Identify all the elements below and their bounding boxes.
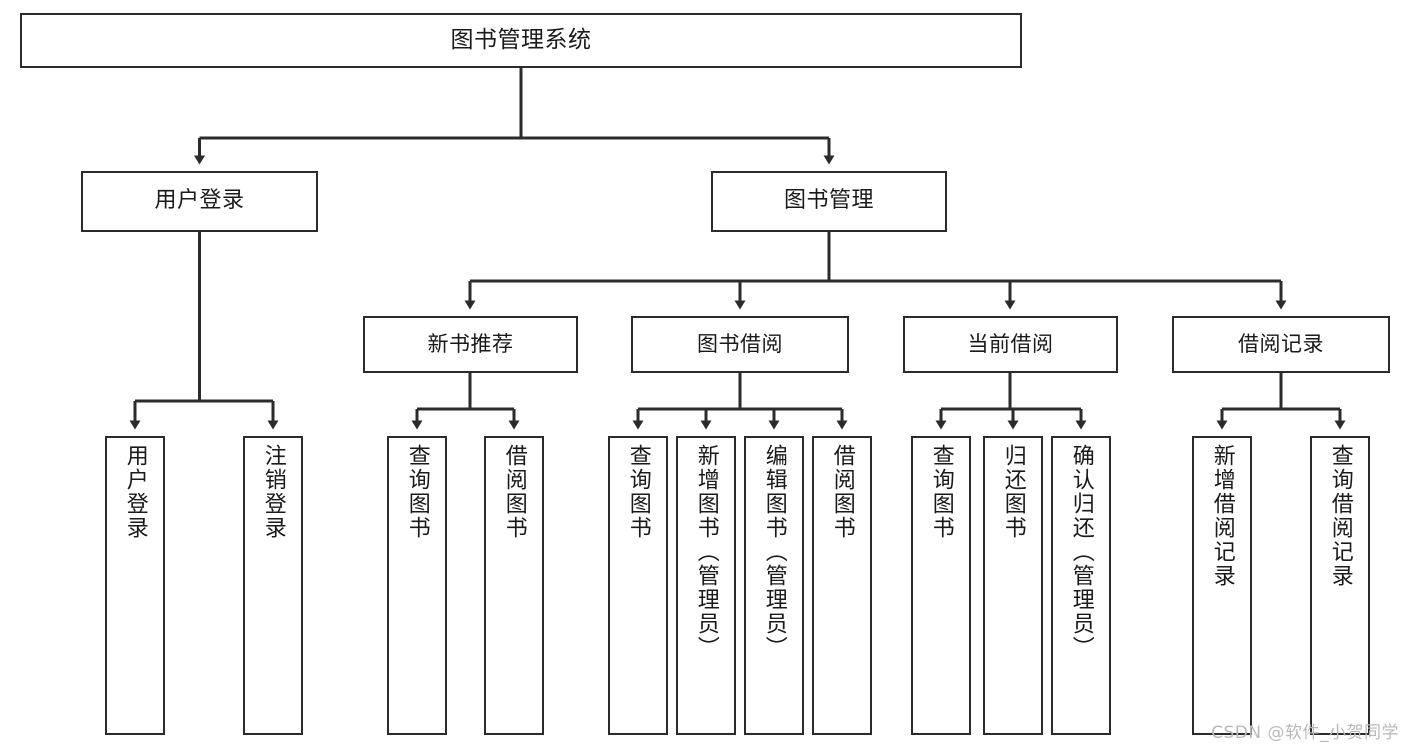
node-current-borrow[interactable]: 当前借阅 — [903, 316, 1118, 373]
leaf-return-book[interactable]: 归还图书 — [983, 436, 1043, 735]
leaf-confirm-return-admin[interactable]: 确认归还（管理员） — [1051, 436, 1111, 735]
leaf-user-login[interactable]: 用户登录 — [105, 436, 165, 735]
leaf-query-book-recommend-label: 查询图书 — [404, 444, 430, 540]
node-current-borrow-label: 当前借阅 — [967, 331, 1054, 356]
node-root-label: 图书管理系统 — [450, 26, 592, 53]
node-new-book-recommend[interactable]: 新书推荐 — [363, 316, 578, 373]
leaf-user-login-label: 用户登录 — [122, 444, 148, 540]
leaf-borrow-book-label: 借阅图书 — [829, 444, 855, 540]
leaf-logout[interactable]: 注销登录 — [243, 436, 303, 735]
leaf-return-book-label: 归还图书 — [1000, 444, 1026, 540]
leaf-edit-book-admin[interactable]: 编辑图书（管理员） — [744, 436, 804, 735]
node-book-borrow-label: 图书借阅 — [697, 331, 783, 356]
node-user-login-label: 用户登录 — [154, 188, 245, 214]
watermark: CSDN @软件_小贺同学 — [1211, 723, 1399, 743]
node-root[interactable]: 图书管理系统 — [20, 13, 1022, 68]
node-book-management-label: 图书管理 — [783, 188, 874, 214]
node-book-management[interactable]: 图书管理 — [711, 171, 947, 232]
leaf-borrow-book[interactable]: 借阅图书 — [812, 436, 872, 735]
leaf-query-book-recommend[interactable]: 查询图书 — [387, 436, 447, 735]
node-user-login[interactable]: 用户登录 — [81, 171, 318, 232]
leaf-confirm-return-admin-label: 确认归还（管理员） — [1068, 444, 1094, 660]
leaf-logout-label: 注销登录 — [260, 444, 286, 540]
leaf-add-book-admin-label: 新增图书（管理员） — [693, 444, 719, 660]
leaf-query-borrow-record[interactable]: 查询借阅记录 — [1310, 436, 1370, 735]
leaf-query-book-borrow[interactable]: 查询图书 — [608, 436, 668, 735]
node-borrow-record-label: 借阅记录 — [1238, 331, 1324, 356]
leaf-query-book-current[interactable]: 查询图书 — [911, 436, 971, 735]
leaf-add-borrow-record-label: 新增借阅记录 — [1209, 444, 1235, 588]
leaf-borrow-book-recommend[interactable]: 借阅图书 — [484, 436, 544, 735]
node-borrow-record[interactable]: 借阅记录 — [1172, 316, 1390, 373]
leaf-add-book-admin[interactable]: 新增图书（管理员） — [676, 436, 736, 735]
node-new-book-recommend-label: 新书推荐 — [427, 331, 514, 356]
leaf-edit-book-admin-label: 编辑图书（管理员） — [761, 444, 787, 660]
leaf-query-book-current-label: 查询图书 — [928, 444, 954, 540]
leaf-borrow-book-recommend-label: 借阅图书 — [501, 444, 527, 540]
node-book-borrow[interactable]: 图书借阅 — [631, 316, 849, 373]
leaf-query-book-borrow-label: 查询图书 — [625, 444, 651, 540]
leaf-add-borrow-record[interactable]: 新增借阅记录 — [1192, 436, 1252, 735]
leaf-query-borrow-record-label: 查询借阅记录 — [1327, 444, 1353, 588]
